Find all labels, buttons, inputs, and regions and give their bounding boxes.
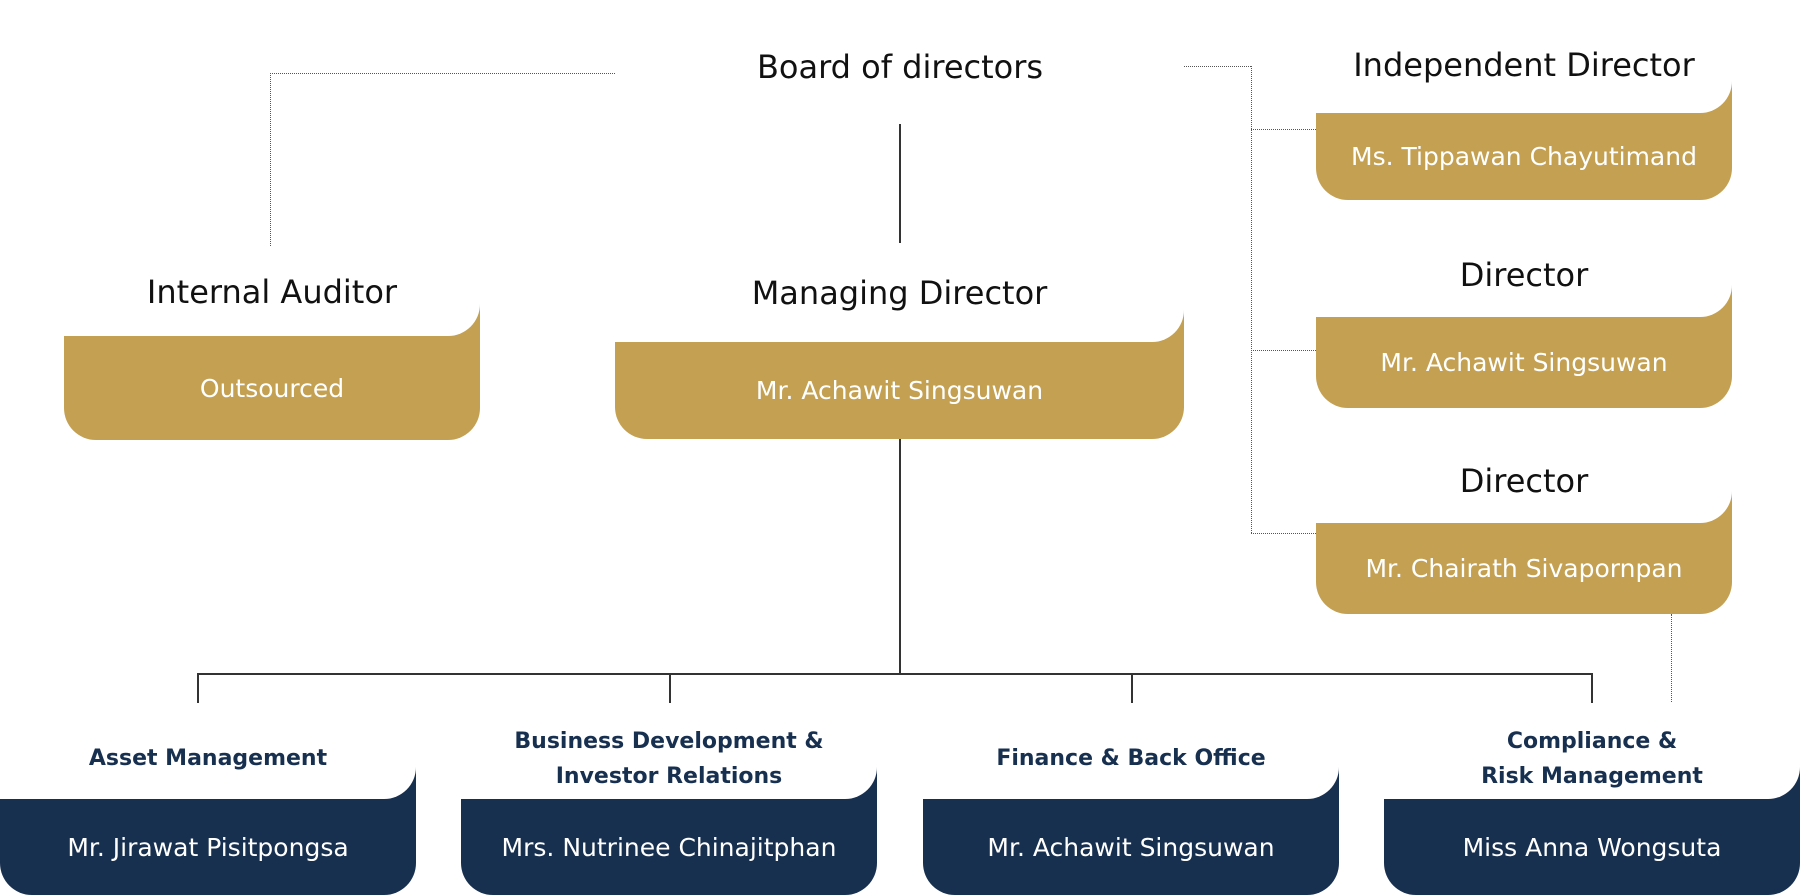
title-line: Asset Management (88, 746, 328, 771)
card-title: Finance & Back Office (923, 718, 1339, 799)
card-title: Business Development & Investor Relation… (461, 718, 877, 799)
card-title: Compliance & Risk Management (1384, 718, 1800, 799)
board-md-connector (899, 124, 901, 243)
director-card: Director Mr. Chairath Sivapornpan (1316, 438, 1732, 614)
director-branch (1251, 533, 1316, 534)
board-of-directors-title: Board of directors (756, 48, 1044, 86)
card-name: Mr. Achawit Singsuwan (987, 832, 1275, 862)
title-line: Business Development & (514, 728, 824, 754)
title-line: Compliance & (1506, 728, 1678, 754)
director-compliance-connector (1671, 614, 1672, 702)
title-line: Finance & Back Office (996, 746, 1266, 771)
card-title: Director (1316, 232, 1732, 317)
independent-director-card: Independent Director Ms. Tippawan Chayut… (1316, 17, 1732, 200)
card-name: Mr. Jirawat Pisitpongsa (67, 832, 349, 862)
card-name: Mrs. Nutrinee Chinajitphan (501, 832, 837, 862)
department-card-asset-management: Asset Management Mr. Jirawat Pisitpongsa (0, 718, 416, 895)
card-title: Managing Director (615, 243, 1184, 342)
card-name: Mr. Chairath Sivapornpan (1365, 554, 1683, 583)
director-branch (1251, 129, 1316, 130)
department-drop (669, 673, 671, 703)
md-departments-connector (899, 439, 901, 674)
card-title: Asset Management (0, 718, 416, 799)
card-title: Independent Director (1316, 17, 1732, 113)
card-title: Internal Auditor (64, 247, 480, 336)
internal-auditor-card: Internal Auditor Outsourced (64, 247, 480, 440)
auditor-connector (270, 73, 615, 74)
card-name: Mr. Achawit Singsuwan (755, 376, 1044, 405)
department-card-business-development: Business Development & Investor Relation… (461, 718, 877, 895)
card-name: Miss Anna Wongsuta (1462, 832, 1722, 862)
department-drop (1591, 673, 1593, 703)
card-name: Outsourced (199, 373, 345, 403)
title-line: Investor Relations (555, 763, 783, 789)
departments-bus (197, 673, 1592, 675)
department-drop (1131, 673, 1133, 703)
auditor-connector (270, 73, 271, 246)
board-directors-connector (1184, 66, 1251, 67)
director-card: Director Mr. Achawit Singsuwan (1316, 232, 1732, 408)
department-card-finance: Finance & Back Office Mr. Achawit Singsu… (923, 718, 1339, 895)
department-drop (197, 673, 199, 703)
managing-director-card: Managing Director Mr. Achawit Singsuwan (615, 243, 1184, 439)
department-card-compliance: Compliance & Risk Management Miss Anna W… (1384, 718, 1800, 895)
card-title: Director (1316, 438, 1732, 523)
director-branch (1251, 350, 1316, 351)
card-name: Ms. Tippawan Chayutimand (1351, 142, 1697, 171)
title-line: Risk Management (1481, 763, 1703, 789)
card-name: Mr. Achawit Singsuwan (1380, 348, 1668, 377)
board-directors-connector (1251, 66, 1252, 533)
